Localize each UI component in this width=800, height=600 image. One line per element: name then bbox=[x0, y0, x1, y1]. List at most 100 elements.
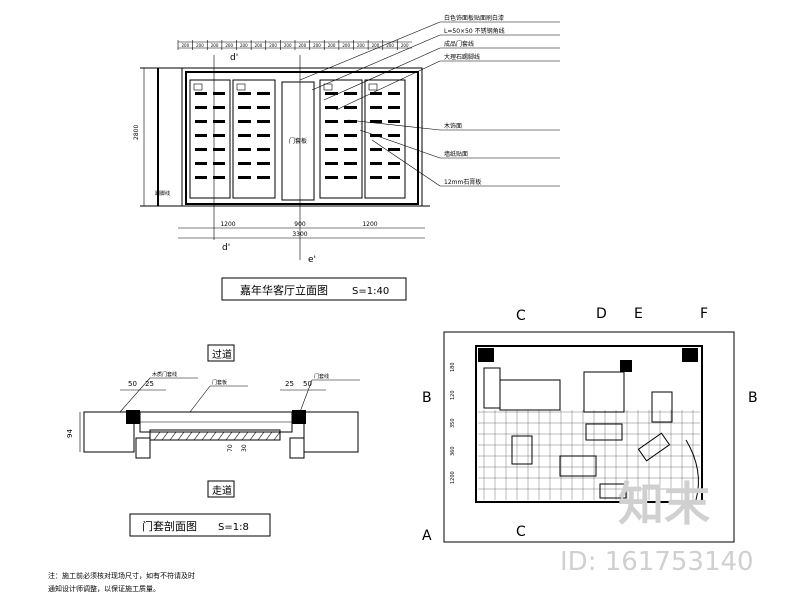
section-tag-d-top: d' bbox=[230, 53, 238, 63]
panel-slot bbox=[325, 134, 338, 137]
plan-axis-c: C bbox=[516, 308, 526, 324]
section-note-1: 木质门套线 bbox=[152, 371, 177, 378]
panel-slot bbox=[325, 106, 338, 109]
footnote-line-1: 注：施工前必须核对现场尺寸，如有不符请及时 bbox=[48, 571, 195, 580]
panel-slot bbox=[344, 134, 357, 137]
plan-axis-d: D bbox=[596, 306, 607, 322]
panel-slot bbox=[195, 120, 207, 123]
panel-slot bbox=[195, 134, 207, 137]
dim-top-label: 200 bbox=[357, 43, 365, 48]
section-label-top: 过道 bbox=[212, 348, 232, 361]
panel-slot bbox=[388, 162, 400, 165]
panel-slot bbox=[344, 92, 357, 95]
footnote-line-2: 通知设计师调整，以保证施工质量。 bbox=[48, 584, 160, 593]
watermark-brand: 知末 bbox=[618, 477, 710, 531]
dim-top-label: 200 bbox=[284, 43, 292, 48]
panel-slot bbox=[388, 106, 400, 109]
panel-slot bbox=[238, 106, 251, 109]
panel-slot bbox=[370, 176, 382, 179]
panel-slot bbox=[325, 120, 338, 123]
dim-top-label: 200 bbox=[328, 43, 336, 48]
elevation-left-tag: 踢脚线 bbox=[155, 190, 170, 197]
panel-slot bbox=[257, 148, 270, 151]
panel-slot bbox=[195, 92, 207, 95]
section-dim-30: 30 bbox=[241, 444, 248, 452]
dim-bottom-1: 1200 bbox=[220, 221, 235, 228]
panel-slot bbox=[344, 120, 357, 123]
dim-top-label: 200 bbox=[211, 43, 219, 48]
section-note-2: 门套板 bbox=[212, 379, 227, 386]
hatch-line bbox=[193, 431, 201, 441]
dim-top-label: 200 bbox=[240, 43, 248, 48]
section-label-bottom: 走道 bbox=[212, 484, 232, 497]
hatch-line bbox=[185, 431, 193, 441]
dim-top-label: 200 bbox=[401, 43, 409, 48]
plan-dim: 120 bbox=[450, 390, 456, 400]
panel-slot bbox=[257, 92, 270, 95]
elevation-note: 成品门套线 bbox=[444, 40, 474, 48]
panel-slot bbox=[388, 120, 400, 123]
elevation-note: 12mm石膏板 bbox=[444, 178, 481, 186]
panel-slot bbox=[344, 106, 357, 109]
panel-slot bbox=[195, 162, 207, 165]
plan-axis-c-bottom: C bbox=[516, 524, 526, 540]
watermark: 知末 ID: 161753140 bbox=[560, 477, 754, 577]
panel-slot bbox=[257, 134, 270, 137]
dim-top-label: 200 bbox=[196, 43, 204, 48]
elevation-note: 白色饰面板贴面刷白漆 bbox=[444, 14, 504, 22]
panel-knob bbox=[323, 83, 333, 91]
hatch-line bbox=[217, 431, 225, 441]
panel-slot bbox=[370, 162, 382, 165]
panel-slot bbox=[388, 176, 400, 179]
note-leader bbox=[323, 47, 441, 101]
plan-axis-b: B bbox=[422, 390, 432, 406]
hatch-line bbox=[201, 431, 209, 441]
hatch-line bbox=[265, 431, 273, 441]
hatch-line bbox=[233, 431, 241, 441]
panel-slot bbox=[370, 120, 382, 123]
section-dim-94: 94 bbox=[66, 429, 74, 438]
panel-slot bbox=[213, 162, 225, 165]
note-leader bbox=[311, 34, 441, 91]
door-section-view: 过道 50 25 25 50 94 70 30 木质门套线 门套板 门套线 走道 bbox=[66, 344, 360, 537]
elevation-note: 墙纸贴面 bbox=[444, 150, 468, 158]
panel-slot bbox=[257, 176, 270, 179]
panel-slot bbox=[257, 106, 270, 109]
panel-slot bbox=[213, 120, 225, 123]
panel-slot bbox=[238, 120, 251, 123]
plan-axis-f: F bbox=[700, 306, 708, 322]
panel-slot bbox=[213, 176, 225, 179]
plan-dim: 1200 bbox=[450, 471, 456, 484]
elevation-caption: 嘉年华客厅立面图 bbox=[240, 283, 328, 297]
note-leader bbox=[299, 21, 441, 81]
dim-top-label: 200 bbox=[386, 43, 394, 48]
panel-slot bbox=[238, 176, 251, 179]
panel-slot bbox=[344, 176, 357, 179]
panel-slot bbox=[370, 106, 382, 109]
dim-top-label: 200 bbox=[255, 43, 263, 48]
section-dim-50a: 50 bbox=[128, 380, 137, 388]
note-leader bbox=[347, 119, 441, 131]
dim-bottom-3: 1200 bbox=[362, 221, 377, 228]
panel-slot bbox=[388, 134, 400, 137]
panel-slot bbox=[257, 120, 270, 123]
panel-knob bbox=[236, 83, 246, 91]
note-leader bbox=[371, 139, 441, 187]
section-tag-d-bottom: d' bbox=[222, 243, 230, 253]
dim-top-label: 200 bbox=[269, 43, 277, 48]
panel-slot bbox=[370, 148, 382, 151]
section-scale: S=1:8 bbox=[218, 522, 249, 533]
panel-knob bbox=[193, 83, 203, 91]
panel-knob bbox=[368, 83, 378, 91]
panel-slot bbox=[213, 148, 225, 151]
section-dim-25a: 25 bbox=[145, 380, 154, 388]
hatch-line bbox=[153, 431, 161, 441]
panel-slot bbox=[213, 106, 225, 109]
hatch-line bbox=[225, 431, 233, 441]
dim-top-label: 200 bbox=[225, 43, 233, 48]
hatch-line bbox=[177, 431, 185, 441]
